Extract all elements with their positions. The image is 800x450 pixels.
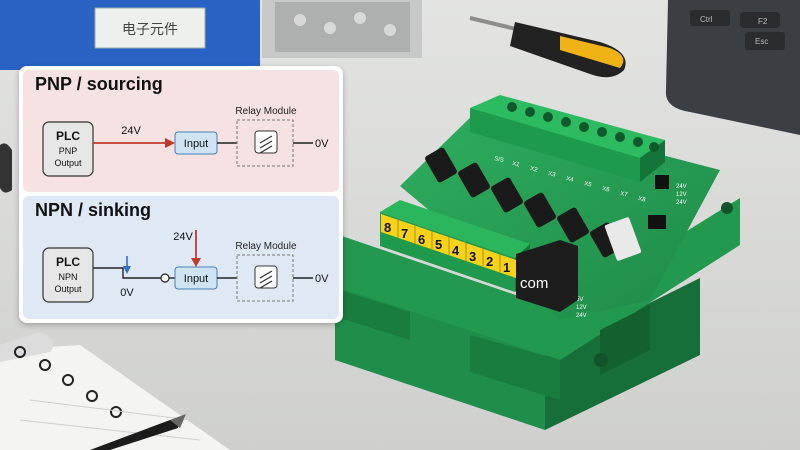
npn-title: NPN / sinking [35,200,152,220]
pin-label-5: 5 [435,237,442,252]
com-label: com [520,275,548,292]
npn-wire-low [93,267,161,279]
pnp-plc-label: PLC [56,129,80,143]
pnp-plc-output: Output [54,158,82,168]
relay-board: S/S X1 X2 X3 X4 X5 X6 X7 X8 24V 12V 24V [330,95,740,430]
parts-bin: 电子元件 [0,0,260,70]
wiring-diagram-card: PNP / sourcing PLC PNP Output 24V Input … [19,66,343,323]
pnp-voltage-in: 24V [121,125,141,137]
side-label-3: 24V [676,200,687,206]
key-ctrl: Ctrl [700,15,713,24]
npn-arrow-down-blue-icon [123,266,131,274]
npn-voltage-low: 0V [120,287,134,299]
npn-junction [160,273,170,283]
laptop: F2 Esc Ctrl [665,0,800,135]
pin-label-2: 2 [486,254,493,269]
npn-voltage-top: 24V [173,231,193,243]
pin-label-3: 3 [469,249,476,264]
npn-relay-label: Relay Module [235,241,297,252]
npn-plc-label: PLC [56,255,80,269]
input-terminal-block: 8 7 6 5 4 3 2 1 com [380,200,578,312]
pin-label-7: 7 [401,226,408,241]
bottom-label-1: 5V [576,297,583,303]
terminal-label-x2: X2 [530,166,539,174]
terminal-label-ss: S/S [494,156,505,164]
pin-label-8: 8 [384,220,391,235]
terminal-label-x4: X4 [566,176,575,184]
npn-input-label: Input [184,273,208,285]
pin-label-1: 1 [503,260,510,275]
bin-label: 电子元件 [122,21,178,37]
pen [90,414,186,450]
npn-plc-box [42,247,94,303]
terminal-label-x5: X5 [584,181,593,189]
npn-plc-output: Output [54,284,82,294]
pnp-panel: PNP / sourcing PLC PNP Output 24V Input … [23,70,339,192]
key-esc: Esc [755,37,768,46]
key-f2: F2 [758,17,768,26]
screw-tray [262,0,422,58]
pnp-title: PNP / sourcing [35,74,163,94]
terminal-label-x7: X7 [620,191,629,199]
bottom-label-2: 12V [576,305,587,311]
pnp-relay-label: Relay Module [235,106,297,117]
cable [0,143,12,193]
side-label-1: 24V [676,184,687,190]
pnp-arrow-icon [165,138,175,148]
pnp-circuit: PLC PNP Output 24V Input Relay Module 0V [42,106,329,177]
pnp-voltage-out: 0V [315,138,329,150]
pnp-plc-box [42,121,94,177]
pnp-relay-module [236,119,294,167]
pnp-plc-sub: PNP [59,146,78,156]
pin-label-6: 6 [418,232,425,247]
npn-panel: NPN / sinking PLC NPN Output 0V 24V Inpu… [23,196,339,319]
terminal-label-x8: X8 [638,196,647,204]
npn-relay-module [236,254,294,302]
terminal-label-x3: X3 [548,171,557,179]
npn-voltage-out: 0V [315,273,329,285]
pnp-input-label: Input [184,138,208,150]
terminal-label-x1: X1 [512,161,521,169]
pin-label-4: 4 [452,243,460,258]
side-label-2: 12V [676,192,687,198]
bottom-label-3: 24V [576,313,587,319]
terminal-label-x6: X6 [602,186,611,194]
top-terminal-block: S/S X1 X2 X3 X4 X5 X6 X7 X8 [470,95,665,204]
screwdriver [469,16,626,78]
npn-arrow-down-red-icon [191,258,201,267]
relay-components [425,147,669,261]
npn-circuit: PLC NPN Output 0V 24V Input Relay Module… [42,230,329,303]
npn-plc-sub: NPN [58,272,77,282]
